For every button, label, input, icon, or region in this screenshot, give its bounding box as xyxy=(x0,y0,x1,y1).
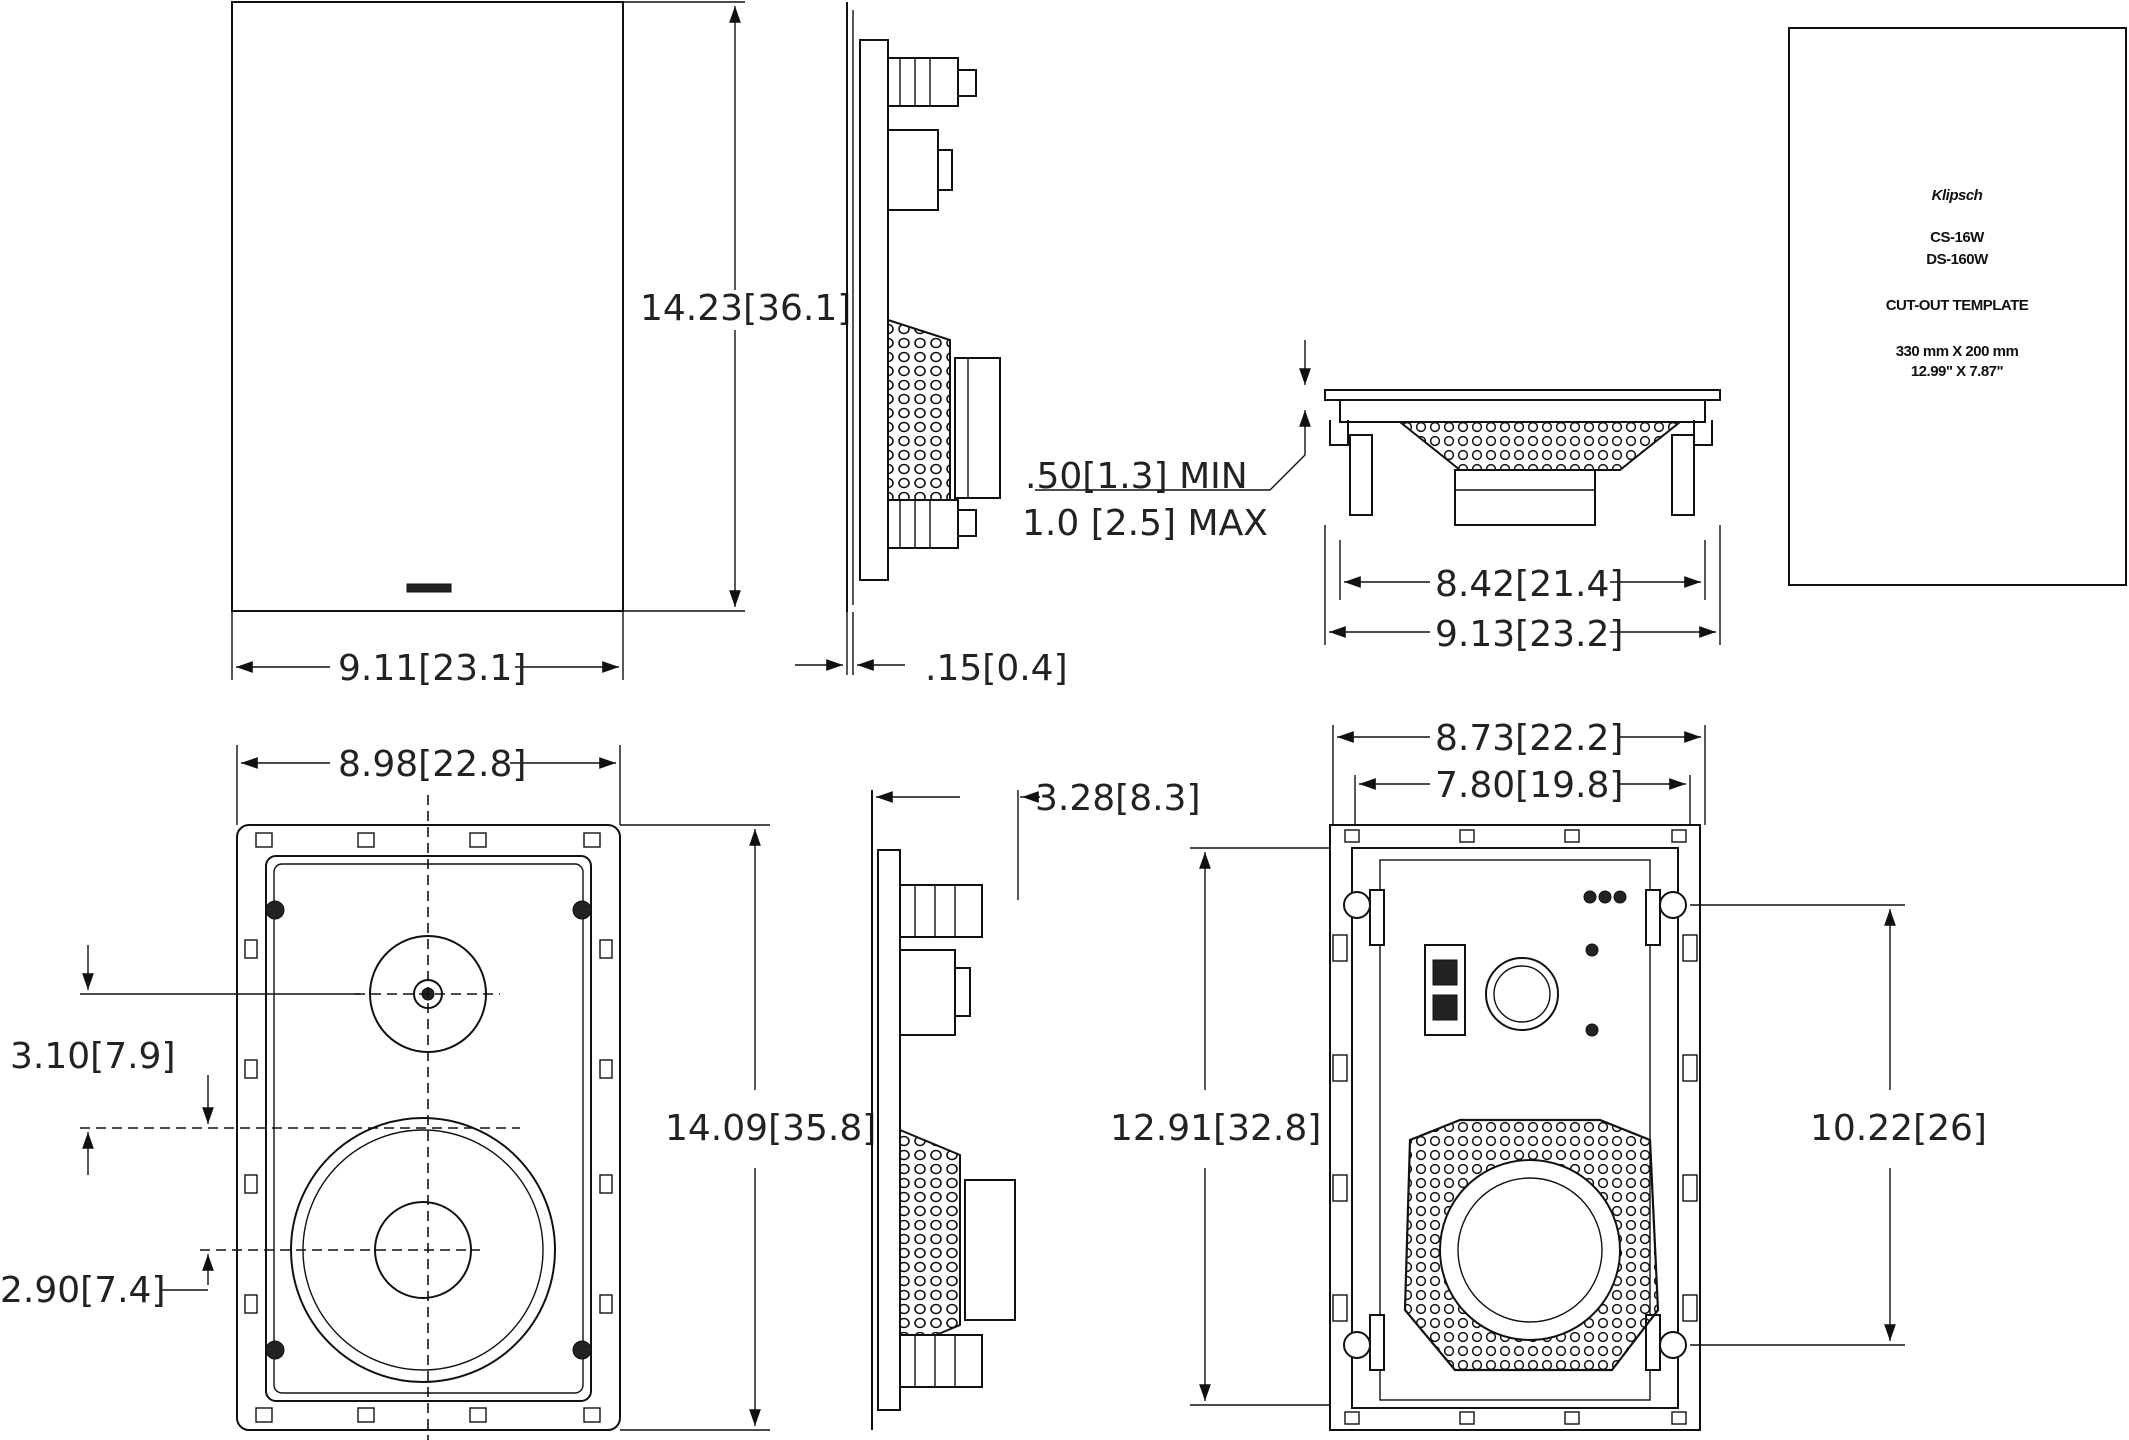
grille-logo xyxy=(406,583,452,593)
woofer xyxy=(290,1117,556,1383)
front-width-label: 9.11[23.1] xyxy=(338,648,526,689)
front-height-label: 14.23[36.1] xyxy=(640,288,851,329)
template-brand: Klipsch xyxy=(1932,187,1983,204)
rear-frame-teeth xyxy=(1332,829,1698,1425)
rear-height-label: 12.91[32.8] xyxy=(1110,1108,1321,1149)
template-title: CUT-OUT TEMPLATE xyxy=(1886,297,2029,314)
template-model-1: CS-16W xyxy=(1930,229,1985,246)
front-frame-view: 8.98[22.8] 14.09[35.8] 3.10[7.9] 2.90[7.… xyxy=(0,744,876,1440)
rear-inner-label: 7.80[19.8] xyxy=(1435,765,1623,806)
template-size-in: 12.99" X 7.87" xyxy=(1911,363,2004,380)
wall-min-label: .50[1.3] MIN xyxy=(1025,456,1248,497)
top-outer-label: 9.13[23.2] xyxy=(1435,614,1623,655)
side-view-top: .50[1.3] MIN 1.0 [2.5] MAX .15[0.4] xyxy=(795,2,1306,689)
grille-outline xyxy=(231,1,624,612)
speaker-terminals xyxy=(1424,944,1466,1036)
top-view: 8.42[21.4] 9.13[23.2] xyxy=(1299,340,1721,655)
wall-max-label: 1.0 [2.5] MAX xyxy=(1022,503,1268,544)
frame-width-label: 8.98[22.8] xyxy=(338,744,526,785)
cutout-template-card: Klipsch CS-16W DS-160W CUT-OUT TEMPLATE … xyxy=(1788,27,2127,586)
template-size-mm: 330 mm X 200 mm xyxy=(1896,343,2019,360)
front-grille-view: 14.23[36.1] 9.11[23.1] xyxy=(231,1,851,689)
tweeter-back xyxy=(1485,957,1559,1031)
rear-view: 8.73[22.2] 7.80[19.8] 12.91[32.8] 10.22[… xyxy=(1110,718,1987,1431)
tweeter-offset-label: 3.10[7.9] xyxy=(10,1036,176,1077)
mount-depth-label: 3.28[8.3] xyxy=(1035,778,1201,819)
frame-height-label: 14.09[35.8] xyxy=(665,1108,876,1149)
rear-clamp-span-label: 10.22[26] xyxy=(1810,1108,1987,1149)
frame-tabs xyxy=(244,832,613,1423)
rear-outer-label: 8.73[22.2] xyxy=(1435,718,1623,759)
woofer-offset-label: 2.90[7.4] xyxy=(0,1270,166,1311)
side-view-bottom: 3.28[8.3] xyxy=(871,778,1201,1430)
top-inner-label: 8.42[21.4] xyxy=(1435,564,1623,605)
grille-depth-label: .15[0.4] xyxy=(925,648,1068,689)
template-model-2: DS-160W xyxy=(1926,251,1989,268)
